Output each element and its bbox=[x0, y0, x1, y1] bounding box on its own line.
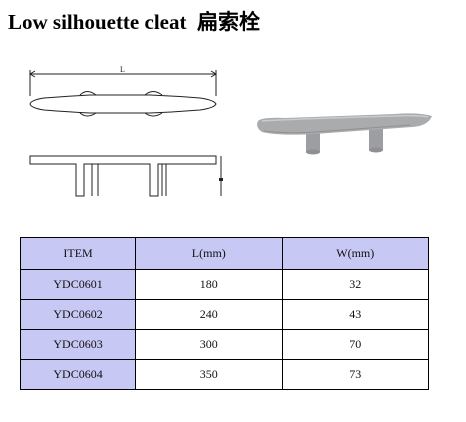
base-left-bottom bbox=[79, 112, 97, 117]
cell-length: 240 bbox=[135, 299, 283, 330]
photo-horn-shadow bbox=[263, 124, 411, 134]
cell-item: YDC0604 bbox=[19, 359, 137, 390]
dimension-label: L bbox=[120, 65, 125, 74]
photo-post-left-foot bbox=[306, 149, 320, 155]
title-english: Low silhouette cleat bbox=[8, 10, 187, 34]
base-right-bottom bbox=[144, 112, 163, 117]
cell-item: YDC0602 bbox=[19, 299, 137, 330]
cell-item: YDC0603 bbox=[19, 329, 137, 360]
table-row: YDC0604 350 73 bbox=[19, 359, 429, 390]
cell-length: 300 bbox=[135, 329, 283, 360]
base-left-top bbox=[79, 91, 97, 96]
title-chinese: 扁索栓 bbox=[196, 10, 260, 34]
cell-width: 70 bbox=[281, 329, 429, 360]
cell-width: 73 bbox=[281, 359, 429, 390]
cleat-side-view bbox=[29, 155, 222, 197]
photo-horn bbox=[257, 113, 432, 135]
cleat-top-view bbox=[29, 70, 217, 117]
cell-width: 32 bbox=[281, 269, 429, 300]
side-outline bbox=[29, 155, 217, 197]
height-dimension-mark bbox=[219, 178, 223, 181]
cell-length: 180 bbox=[135, 269, 283, 300]
cell-item: YDC0601 bbox=[19, 269, 137, 300]
table-row: YDC0602 240 43 bbox=[19, 299, 429, 330]
spec-table: ITEM L(mm) W(mm) YDC0601 180 32 YDC0602 … bbox=[19, 237, 429, 390]
photo-horn-highlight bbox=[261, 114, 429, 122]
table-row: YDC0601 180 32 bbox=[19, 269, 429, 300]
cell-length: 350 bbox=[135, 359, 283, 390]
dimension-arrow-right bbox=[210, 70, 217, 78]
header-item: ITEM bbox=[19, 237, 137, 270]
photo-post-right bbox=[369, 126, 383, 150]
table-row: YDC0603 300 70 bbox=[19, 329, 429, 360]
dimension-arrow-left bbox=[29, 70, 36, 78]
photo-post-right-foot bbox=[369, 147, 383, 153]
cleat-outline bbox=[29, 94, 217, 114]
page-title: Low silhouette cleat 扁索栓 bbox=[8, 6, 260, 36]
cell-width: 43 bbox=[281, 299, 429, 330]
base-right-top bbox=[144, 91, 163, 96]
header-width: W(mm) bbox=[281, 237, 429, 270]
header-length: L(mm) bbox=[135, 237, 283, 270]
cleat-technical-drawing: L bbox=[29, 65, 432, 197]
table-header-row: ITEM L(mm) W(mm) bbox=[19, 237, 429, 270]
cleat-photo bbox=[257, 113, 432, 155]
